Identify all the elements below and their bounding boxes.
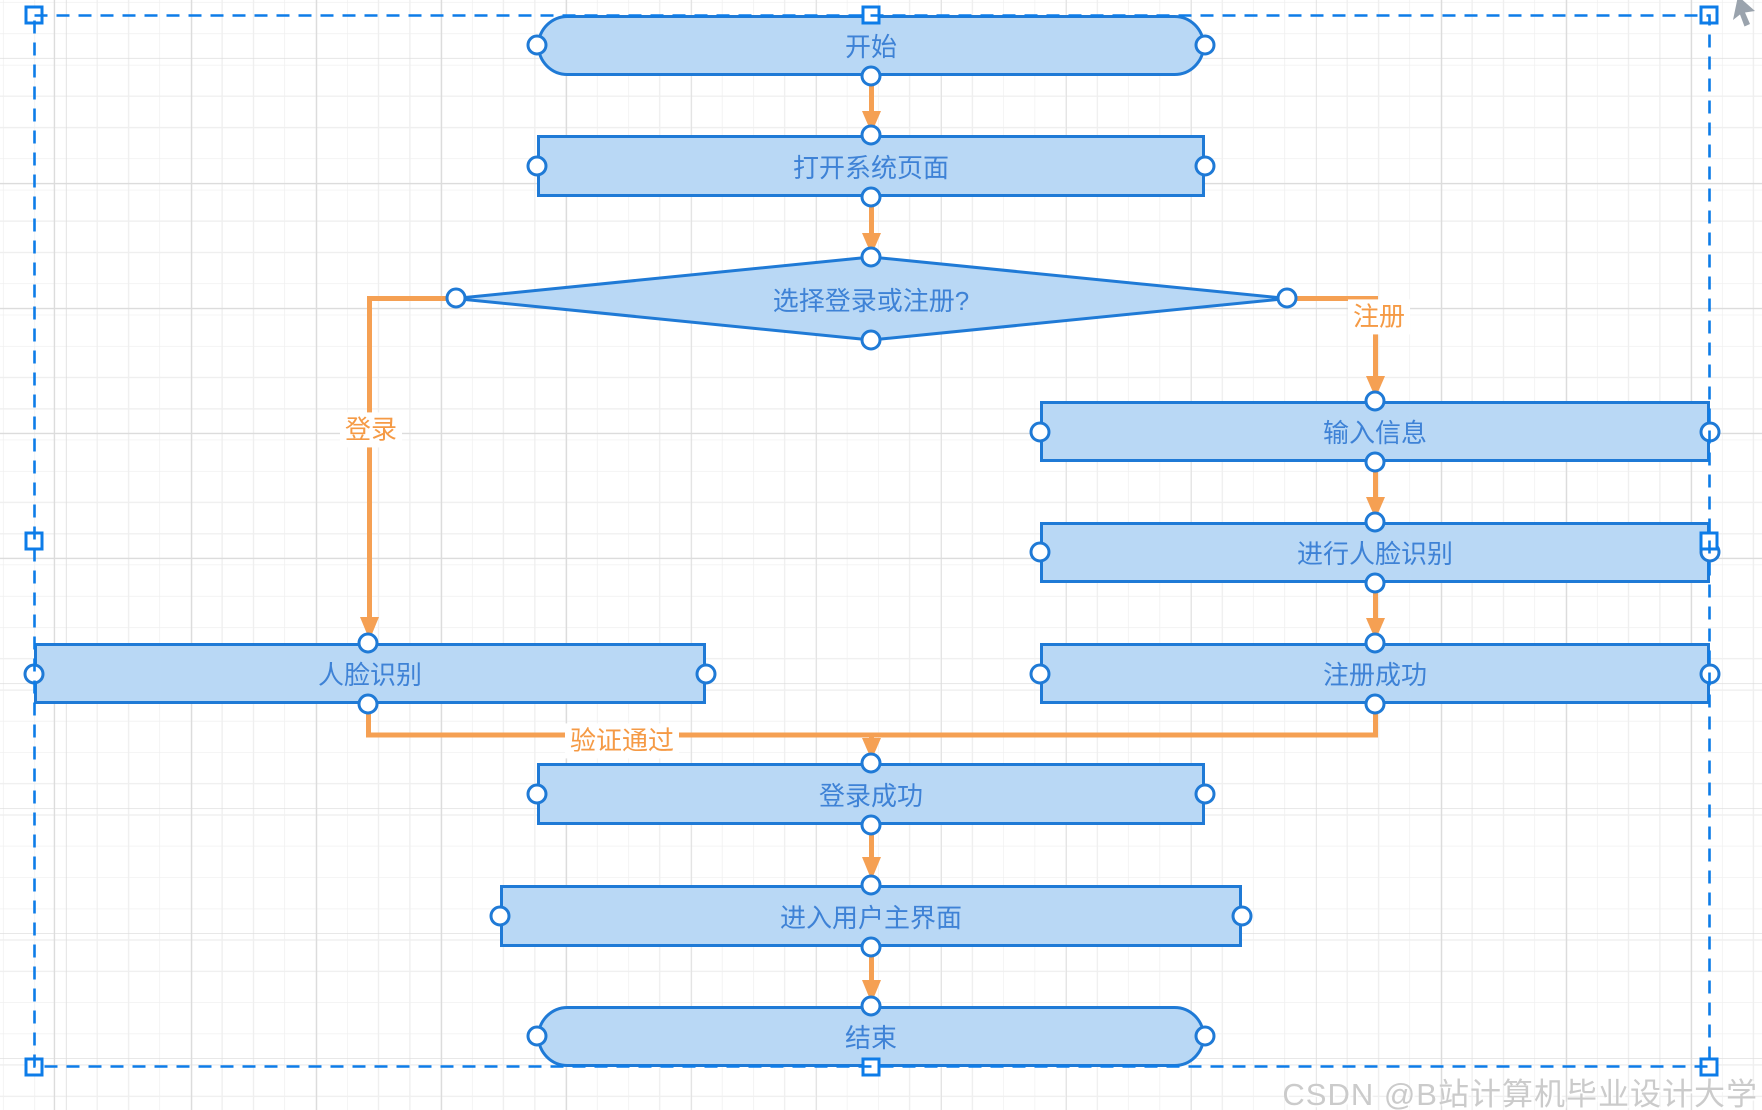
connection-point[interactable] (860, 874, 882, 896)
connection-point[interactable] (23, 663, 45, 685)
selection-handle[interactable] (24, 1057, 44, 1077)
connection-point[interactable] (860, 329, 882, 351)
connection-point[interactable] (1194, 783, 1216, 805)
selection-handle[interactable] (861, 1057, 881, 1077)
connection-point[interactable] (1231, 905, 1253, 927)
connection-point[interactable] (1276, 287, 1298, 309)
connection-point[interactable] (489, 905, 511, 927)
selection-handle[interactable] (24, 5, 44, 25)
node-decision-label[interactable]: 选择登录或注册? (772, 285, 970, 316)
connection-point[interactable] (860, 936, 882, 958)
connection-point[interactable] (860, 65, 882, 87)
connection-point[interactable] (860, 124, 882, 146)
connection-point[interactable] (526, 1025, 548, 1047)
connection-point[interactable] (1364, 451, 1386, 473)
connection-point[interactable] (860, 186, 882, 208)
watermark-text: CSDN @B站计算机毕业设计大学 (1282, 1077, 1758, 1110)
connection-point[interactable] (357, 632, 379, 654)
selection-handle[interactable] (24, 531, 44, 551)
connection-point[interactable] (695, 663, 717, 685)
connection-point[interactable] (1194, 155, 1216, 177)
connection-point[interactable] (860, 752, 882, 774)
edge-label-register[interactable]: 注册 (1347, 299, 1411, 335)
connection-point[interactable] (1699, 663, 1721, 685)
connection-point[interactable] (860, 246, 882, 268)
connection-point[interactable] (445, 287, 467, 309)
connection-point[interactable] (860, 995, 882, 1017)
connection-point[interactable] (1364, 693, 1386, 715)
connection-point[interactable] (1364, 390, 1386, 412)
connection-point[interactable] (526, 783, 548, 805)
edge-label-verified[interactable]: 验证通过 (564, 723, 680, 759)
edge-label-login[interactable]: 登录 (339, 412, 403, 448)
connection-point[interactable] (1029, 421, 1051, 443)
selection-handle[interactable] (1699, 5, 1719, 25)
connection-point[interactable] (1364, 511, 1386, 533)
connection-point[interactable] (1029, 663, 1051, 685)
connection-point[interactable] (860, 814, 882, 836)
connection-point[interactable] (1364, 632, 1386, 654)
connection-point[interactable] (1194, 34, 1216, 56)
connection-point[interactable] (1194, 1025, 1216, 1047)
connection-point[interactable] (1364, 572, 1386, 594)
edge-merge[interactable] (366, 706, 1378, 738)
connection-point[interactable] (1699, 421, 1721, 443)
connection-point[interactable] (357, 693, 379, 715)
edge-login-branch[interactable] (367, 296, 456, 619)
selection-handle[interactable] (1699, 531, 1719, 551)
connection-point[interactable] (526, 155, 548, 177)
connection-point[interactable] (526, 34, 548, 56)
selection-handle[interactable] (861, 5, 881, 25)
connection-point[interactable] (1029, 541, 1051, 563)
